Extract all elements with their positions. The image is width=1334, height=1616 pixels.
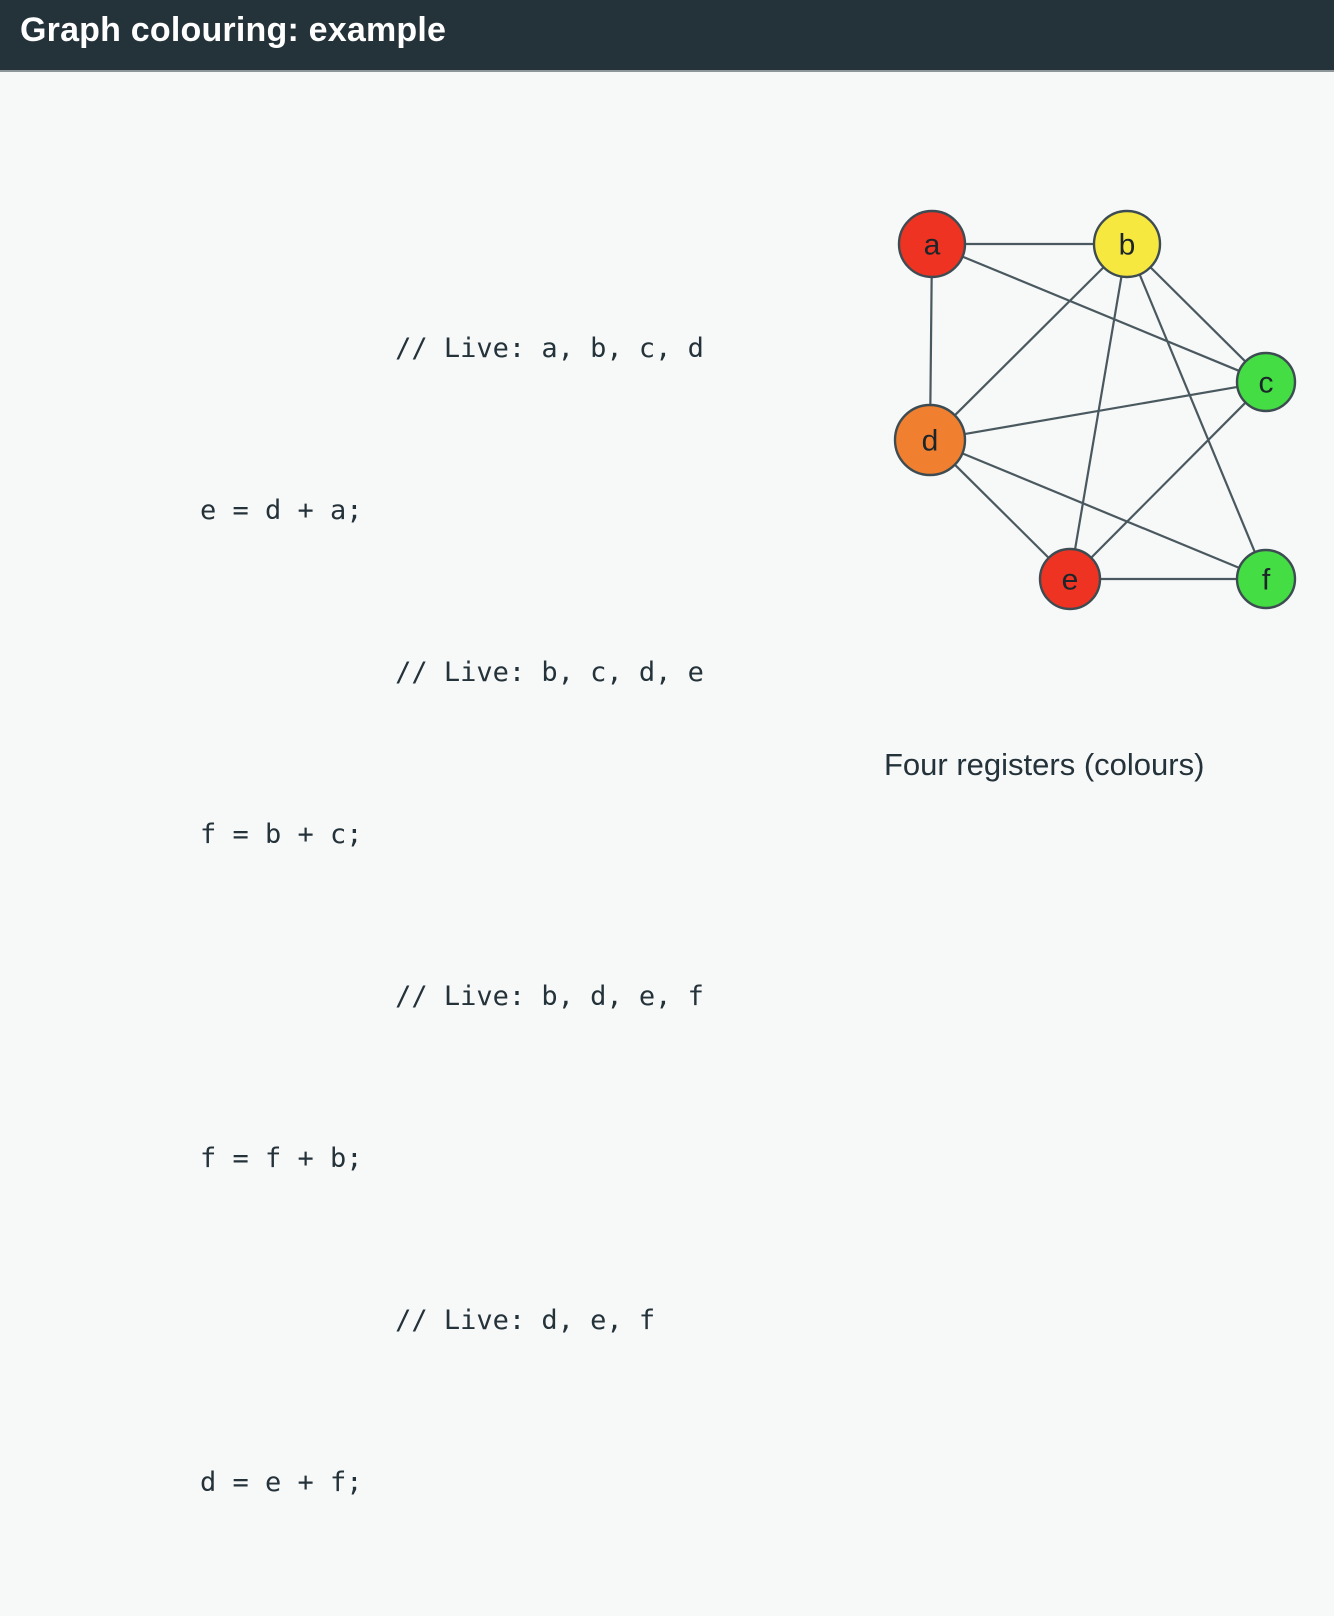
graph-node-d[interactable]: d	[893, 403, 967, 477]
graph-node-circle-e[interactable]	[1038, 547, 1102, 611]
graph-edge-b-c	[1149, 266, 1247, 363]
page-title: Graph colouring: example	[20, 11, 447, 49]
graph-node-circle-b[interactable]	[1092, 209, 1162, 279]
code-listing: // Live: a, b, c, d e = d + a; // Live: …	[200, 214, 704, 1616]
slide-body: // Live: a, b, c, d e = d + a; // Live: …	[0, 74, 1334, 1498]
graph-node-c[interactable]: c	[1235, 351, 1297, 413]
graph-node-b[interactable]: b	[1092, 209, 1162, 279]
graph-edge-b-d	[954, 266, 1105, 417]
graph-node-f[interactable]: f	[1235, 548, 1297, 610]
code-line: f = b + c;	[200, 819, 363, 850]
interference-graph: a b c d e f	[860, 114, 1320, 611]
code-line: // Live: a, b, c, d	[200, 333, 704, 364]
graph-edge-d-f	[961, 452, 1240, 569]
graph-node-label-d: d	[922, 425, 939, 458]
code-line: // Live: d, e, f	[200, 1305, 656, 1336]
code-line: // Live: b, d, e, f	[200, 981, 704, 1012]
graph-edge-a-d	[929, 276, 933, 406]
graph-canvas: a b c d e f	[893, 209, 1297, 611]
edge-layer	[929, 242, 1256, 581]
graph-node-circle-c[interactable]	[1235, 351, 1297, 413]
graph-edge-c-e	[1090, 401, 1247, 559]
code-line: e = d + a;	[200, 495, 363, 526]
node-layer: a b c d e f	[893, 209, 1297, 611]
code-line: d = e + f;	[200, 1467, 363, 1498]
graph-edge-b-f	[1138, 274, 1256, 553]
code-line: // Live: b, c, d, e	[200, 657, 704, 688]
graph-edge-d-e	[954, 463, 1050, 559]
graph-edge-c-d	[964, 385, 1238, 436]
graph-node-circle-d[interactable]	[893, 403, 967, 477]
code-line: f = f + b;	[200, 1143, 363, 1174]
graph-edge-a-c	[962, 255, 1240, 372]
graph-node-label-f: f	[1262, 564, 1271, 597]
graph-node-label-a: a	[924, 229, 941, 262]
graph-node-label-c: c	[1259, 367, 1274, 400]
slide-header: Graph colouring: example	[0, 0, 1334, 72]
graph-node-label-e: e	[1062, 564, 1079, 597]
graph-caption: Four registers (colours)	[884, 747, 1205, 782]
graph-node-label-b: b	[1119, 229, 1136, 262]
graph-node-circle-a[interactable]	[897, 209, 967, 279]
graph-node-circle-f[interactable]	[1235, 548, 1297, 610]
graph-node-e[interactable]: e	[1038, 547, 1102, 611]
graph-node-a[interactable]: a	[897, 209, 967, 279]
